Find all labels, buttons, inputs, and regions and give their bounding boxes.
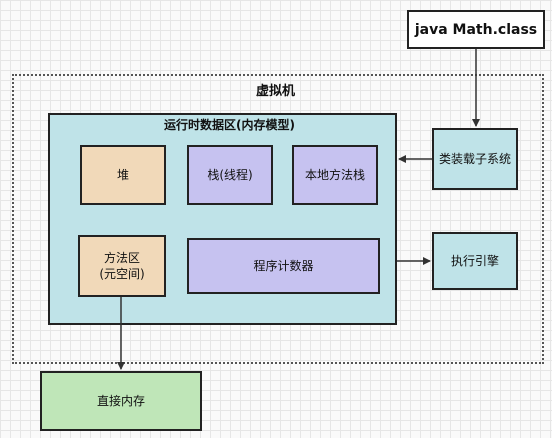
class-loader-label: 类装载子系统: [438, 152, 511, 166]
jvm-frame: [12, 74, 544, 364]
method-area-label: 方法区: [103, 251, 140, 265]
pc-register-box: 程序计数器: [187, 238, 380, 294]
stack-label: 栈(线程): [207, 168, 253, 182]
class-file-label: java Math.class: [414, 21, 538, 38]
class-file-box: java Math.class: [407, 10, 545, 49]
direct-memory-box: 直接内存: [40, 371, 202, 431]
stack-box: 栈(线程): [187, 145, 273, 205]
runtime-data-area-label: 运行时数据区(内存模型): [164, 118, 295, 132]
heap-box: 堆: [80, 145, 166, 205]
native-stack-box: 本地方法栈: [292, 145, 378, 205]
method-area-sublabel: (元空间): [99, 267, 145, 281]
heap-label: 堆: [116, 168, 129, 182]
native-stack-label: 本地方法栈: [304, 168, 365, 182]
pc-register-label: 程序计数器: [253, 259, 314, 273]
method-area-box: 方法区 (元空间): [78, 235, 166, 297]
execution-engine-box: 执行引擎: [432, 232, 518, 290]
direct-memory-label: 直接内存: [96, 394, 145, 408]
class-loader-box: 类装载子系统: [432, 128, 518, 190]
jvm-label: 虚拟机: [256, 84, 296, 99]
execution-engine-label: 执行引擎: [450, 254, 499, 268]
